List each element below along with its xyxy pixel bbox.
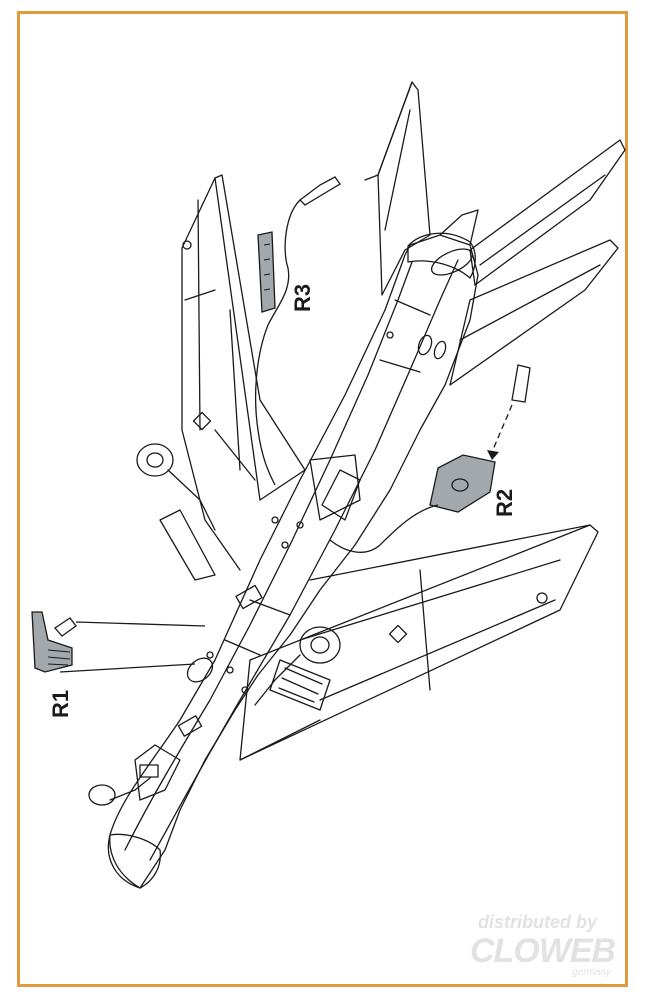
fin-tip (364, 81, 413, 181)
nose-wheel (88, 784, 116, 806)
exhaust-ring (430, 248, 474, 276)
wing-left-fence-1 (197, 199, 201, 431)
main-wheel-left-hub (146, 452, 164, 468)
nose-gear-leg (109, 777, 151, 801)
tailplane-right-line (479, 174, 606, 266)
wing-left (214, 174, 306, 501)
wing-right (239, 524, 599, 761)
rivet-7 (386, 331, 394, 339)
wing-left-panel (184, 289, 216, 301)
fuselage-spine (149, 259, 459, 861)
rivet-4 (206, 651, 214, 659)
wing-right-panel (419, 569, 431, 691)
wing-left-hatch (192, 411, 212, 431)
wing-left-flap (214, 429, 256, 481)
access-hatch-2 (177, 715, 203, 737)
wing-right-hatch (388, 624, 408, 644)
main-wheel-right (299, 626, 341, 664)
access-hatch-1 (235, 584, 263, 610)
main-wheel-right-hub (310, 636, 330, 654)
label-r1: R1 (48, 690, 73, 718)
part-r2-cylinder (511, 364, 531, 403)
distributor-watermark: distributed by CLOWEB germany (470, 912, 617, 978)
gear-door-left (159, 509, 216, 581)
air-scoop-1 (417, 334, 433, 356)
aircraft-illustration (88, 81, 626, 889)
part-r2-arrow (491, 404, 513, 453)
label-r2: R2 (492, 489, 517, 517)
rivet-6 (241, 686, 249, 694)
vertical-fin (377, 81, 431, 296)
wing-right-pitot (536, 592, 548, 604)
page-frame (17, 11, 628, 987)
fuselage-window (186, 657, 214, 683)
cockpit-panel (139, 764, 159, 778)
part-r2 (329, 364, 531, 553)
wing-left-fence-2 (229, 309, 241, 471)
label-r3: R3 (290, 284, 315, 312)
wing-right-fence-2 (319, 599, 556, 701)
gear-bay-mesh (278, 667, 323, 703)
fin-panel-line (384, 109, 411, 231)
part-r1-leader-1 (75, 621, 206, 627)
tailplane-lower-line (459, 264, 601, 341)
fuselage-outline (107, 234, 479, 889)
air-scoop-2 (433, 340, 447, 360)
watermark-logo: CLOWEB (470, 932, 616, 970)
rivet-2 (281, 541, 289, 549)
panel-line-3 (249, 599, 291, 616)
tailplane-right (469, 139, 626, 286)
part-r3-probe (299, 176, 341, 206)
panel-line-5 (394, 299, 431, 316)
nose-cone (109, 833, 161, 889)
part-r1-leader-2 (59, 663, 196, 673)
part-r3-leader (254, 199, 301, 486)
part-r1-plate (31, 611, 73, 673)
watermark-line3: germany (572, 967, 612, 978)
part-r3 (254, 176, 341, 486)
watermark-line1: distributed by (478, 912, 598, 932)
main-wheel-left (136, 443, 174, 477)
tailplane-lower (449, 239, 619, 386)
part-r3-detail (263, 243, 271, 291)
canopy (134, 744, 181, 801)
main-gear-right-strut (254, 654, 301, 706)
panel-line-4 (224, 639, 261, 656)
part-r1-cylinder (54, 617, 77, 637)
part-r2-leader (329, 504, 439, 553)
panel-line-1 (321, 469, 361, 521)
part-r1 (31, 611, 206, 673)
wing-right-leading (309, 524, 591, 581)
ventral-fin (439, 209, 479, 246)
wing-right-fence-1 (299, 559, 561, 641)
rivet-1 (296, 521, 304, 529)
brake-panel (309, 454, 361, 521)
part-r1-grille (47, 649, 71, 666)
wing-left-leading (181, 177, 241, 571)
part-r3-plate (257, 231, 276, 313)
wing-left-pitot (182, 240, 192, 250)
gear-bay-right (269, 659, 331, 711)
panel-line-2 (379, 359, 421, 373)
rivet-5 (226, 666, 234, 674)
main-gear-left-strut (167, 469, 216, 531)
fuselage-belly (124, 261, 413, 851)
wing-right-flap (239, 719, 321, 761)
part-r2-hole (451, 478, 469, 492)
rivet-3 (271, 516, 279, 524)
part-r2-arrowhead (487, 450, 499, 460)
part-r2-plate (429, 454, 496, 513)
